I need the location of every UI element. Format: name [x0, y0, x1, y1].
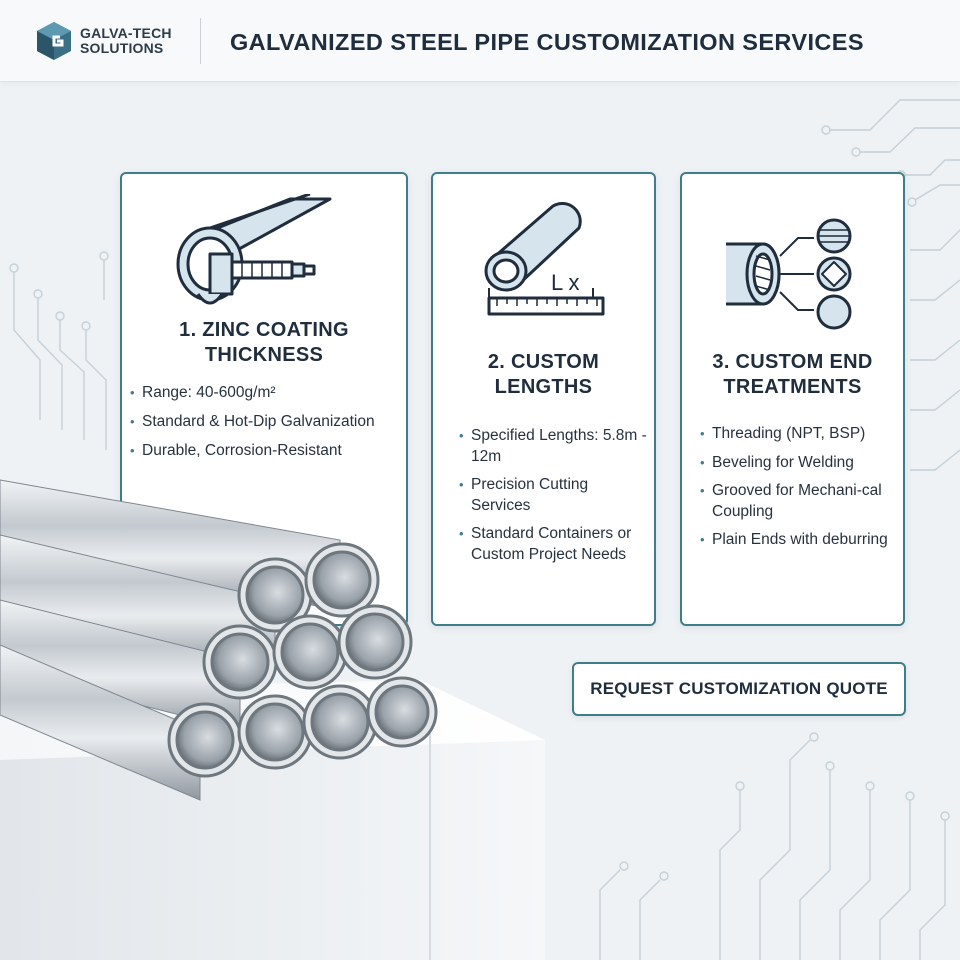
list-item: Grooved for Mechani-cal Coupling [700, 481, 900, 522]
card-title: 2. CUSTOM LENGTHS [487, 351, 600, 398]
g-hexagon-logo-icon [37, 22, 71, 60]
brand-name-line1: GALVA-TECH [80, 25, 172, 41]
list-item: Standard & Hot-Dip Galvanization [130, 411, 406, 433]
list-item: Standard Containers or Custom Project Ne… [459, 524, 649, 565]
brand-logo[interactable]: GALVA-TECH SOLUTIONS [34, 20, 184, 62]
list-item: Plain Ends with deburring [700, 530, 900, 551]
pipe-ruler-length-icon: L x [484, 201, 605, 316]
card-title: 3. CUSTOM END TREATMENTS [712, 351, 873, 398]
page-title: GALVANIZED STEEL PIPE CUSTOMIZATION SERV… [230, 29, 864, 55]
header-divider [200, 18, 201, 64]
list-item: Threading (NPT, BSP) [700, 424, 900, 445]
pipe-micrometer-icon [176, 194, 332, 305]
card-end-treatments: 3. CUSTOM END TREATMENTS Threading (NPT,… [680, 172, 905, 626]
feature-list: Range: 40-600g/m² Standard & Hot-Dip Gal… [130, 382, 406, 469]
card-custom-lengths: L x 2. CUSTOM LENGTHS Specified Lengths:… [431, 172, 656, 626]
brand-name-line2: SOLUTIONS [80, 40, 164, 56]
length-label: L x [551, 270, 580, 295]
feature-list: Threading (NPT, BSP) Beveling for Weldin… [700, 424, 900, 559]
list-item: Beveling for Welding [700, 453, 900, 474]
list-item: Durable, Corrosion-Resistant [130, 440, 406, 462]
galvanized-pipes-illustration [0, 479, 545, 960]
feature-list: Specified Lengths: 5.8m - 12m Precision … [459, 426, 649, 573]
request-quote-button[interactable]: REQUEST CUSTOMIZATION QUOTE [572, 662, 906, 716]
card-title: 1. ZINC COATING THICKNESS [179, 319, 349, 366]
header-bar: GALVA-TECH SOLUTIONS GALVANIZED STEEL PI… [0, 0, 960, 82]
pipe-end-treatments-icon [726, 218, 852, 330]
list-item: Range: 40-600g/m² [130, 382, 406, 404]
list-item: Precision Cutting Services [459, 475, 649, 516]
list-item: Specified Lengths: 5.8m - 12m [459, 426, 649, 467]
brand-name: GALVA-TECH SOLUTIONS [80, 26, 172, 56]
